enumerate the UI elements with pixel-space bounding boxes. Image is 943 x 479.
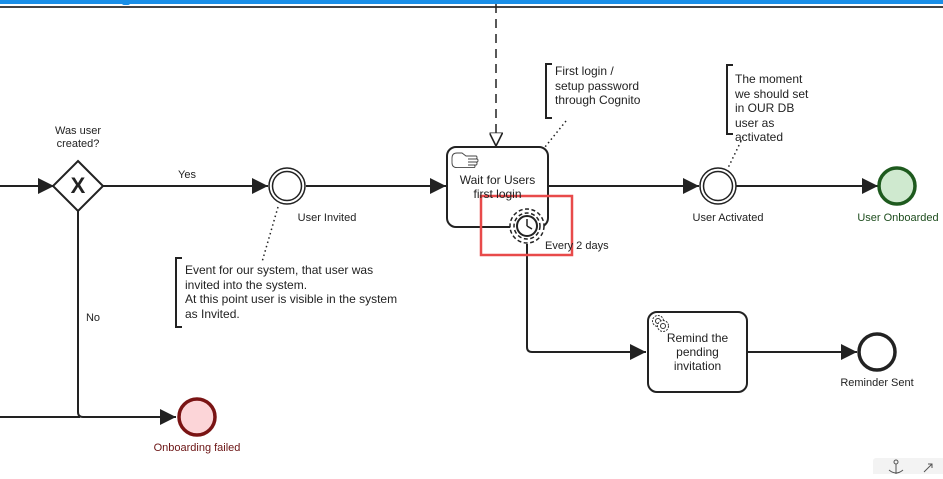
annotation-bracket-first-login [545, 63, 552, 119]
anchor-icon[interactable] [888, 459, 904, 474]
end-event-onboarding-failed[interactable] [177, 397, 217, 437]
service-task-gear-icon [652, 315, 669, 332]
event-user-invited[interactable] [268, 167, 306, 205]
flow-label-yes: Yes [178, 169, 196, 181]
event-label-user-activated: User Activated [692, 212, 764, 224]
task-label-remind-pending: Remind the pending invitation [666, 331, 729, 373]
association-first-login [544, 120, 567, 148]
gateway-marker: X [70, 173, 86, 198]
end-event-user-onboarded[interactable] [877, 166, 917, 206]
event-label-user-invited: User Invited [297, 212, 357, 224]
flow-no[interactable] [77, 211, 176, 425]
event-label-reminder-sent: Reminder Sent [840, 377, 914, 389]
exclusive-gateway[interactable] [51, 159, 105, 213]
gateway-label: Was user created? [54, 125, 102, 150]
flow-timer-to-remind[interactable] [526, 244, 646, 360]
task-remind-pending[interactable] [647, 311, 748, 393]
task-wait-first-login[interactable] [446, 146, 549, 228]
selection-bar [0, 0, 943, 4]
annotation-user-invited: Event for our system, that user was invi… [185, 263, 398, 321]
lane-border [0, 6, 943, 8]
end-event-reminder-sent[interactable] [857, 332, 897, 372]
association-activated [727, 136, 744, 169]
event-user-activated[interactable] [699, 167, 737, 205]
fullscreen-icon[interactable] [923, 463, 933, 473]
annotation-user-activated: The moment we should set in OUR DB user … [735, 72, 809, 144]
annotation-bracket-activated [726, 64, 733, 135]
timer-label: Every 2 days [545, 240, 609, 252]
resize-handle[interactable] [122, 0, 130, 5]
boundary-timer-event[interactable] [509, 208, 545, 244]
highlight-box [479, 194, 574, 257]
task-label-wait-first-login: Wait for Users first login [459, 173, 536, 201]
event-label-onboarding-failed: Onboarding failed [153, 442, 241, 454]
flow-label-no: No [85, 312, 101, 324]
canvas-controls [873, 458, 943, 474]
manual-task-hand-icon [451, 152, 479, 169]
association-invited [261, 206, 279, 263]
event-label-user-onboarded: User Onboarded [857, 212, 939, 224]
annotation-bracket-invited [175, 257, 182, 328]
annotation-first-login: First login / setup password through Cog… [555, 64, 641, 107]
